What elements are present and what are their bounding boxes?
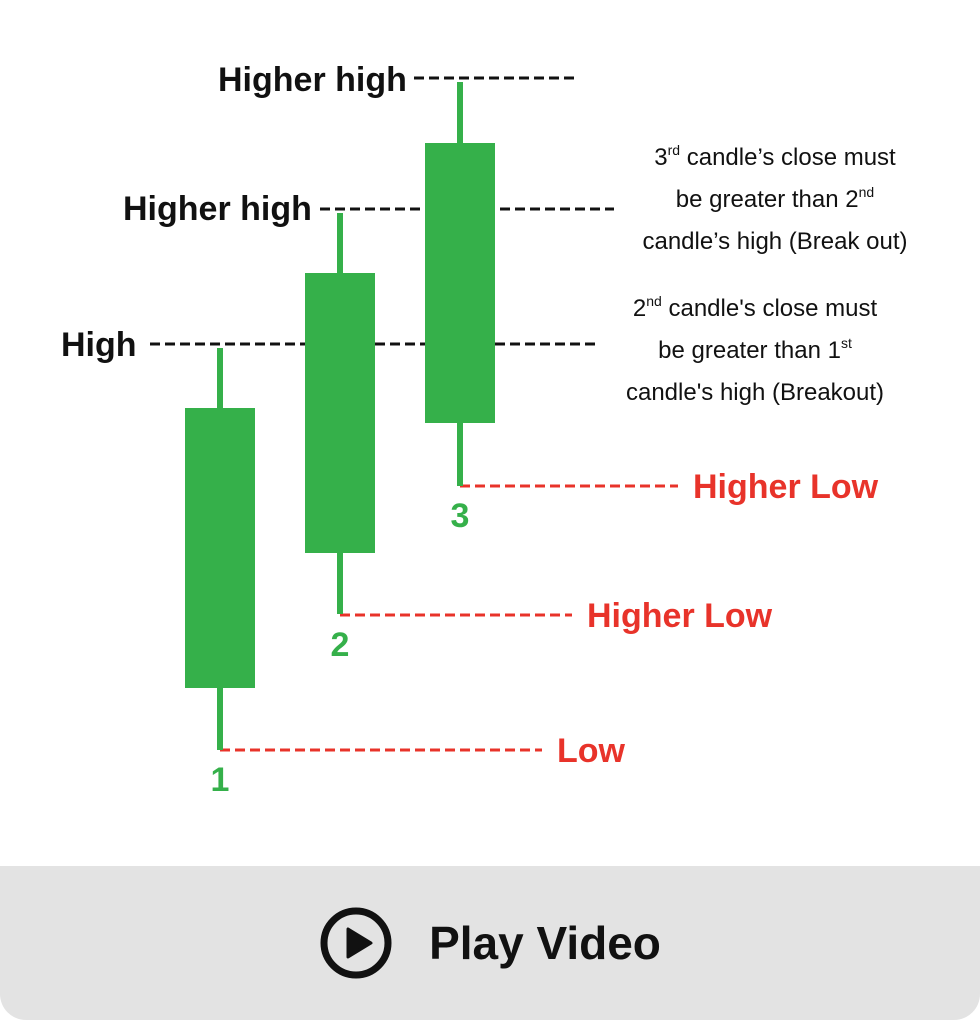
candle-number-3: 3	[450, 497, 470, 535]
candle-3	[425, 82, 495, 486]
higher-low-label-2: Higher Low	[587, 597, 773, 635]
breakout-note-candle-2: 2nd candle's close must be greater than …	[590, 289, 920, 413]
candle-1	[185, 348, 255, 750]
candle-number-1: 1	[210, 761, 230, 799]
candle-2-body	[305, 273, 375, 553]
breakout-note-3-line-3: candle’s high (Break out)	[642, 228, 908, 255]
breakout-note-2-line-2: be greater than 1st	[658, 335, 852, 364]
high-label: High	[61, 326, 137, 364]
candle-number-2: 2	[330, 626, 350, 664]
low-label: Low	[557, 732, 625, 770]
play-video-button[interactable]: Play Video	[0, 866, 980, 1020]
higher-low-label-3: Higher Low	[693, 468, 879, 506]
breakout-note-3-line-1: 3rd candle’s close must	[654, 142, 896, 171]
higher-high-label-2: Higher high	[123, 190, 312, 228]
breakout-note-3-line-2: be greater than 2nd	[675, 184, 875, 213]
breakout-note-2-line-1: 2nd candle's close must	[632, 293, 878, 322]
candle-3-body	[425, 143, 495, 423]
higher-high-label-3: Higher high	[218, 61, 407, 99]
breakout-note-candle-3: 3rd candle’s close must be greater than …	[610, 138, 940, 262]
candle-2	[305, 213, 375, 614]
candle-1-body	[185, 408, 255, 688]
breakout-note-2-line-3: candle's high (Breakout)	[625, 379, 885, 406]
candlestick-chart	[150, 76, 678, 752]
play-video-label: Play Video	[429, 917, 661, 969]
candlestick-diagram: Higher high Higher high High Higher Low …	[61, 61, 940, 799]
play-circle-icon	[320, 907, 392, 979]
